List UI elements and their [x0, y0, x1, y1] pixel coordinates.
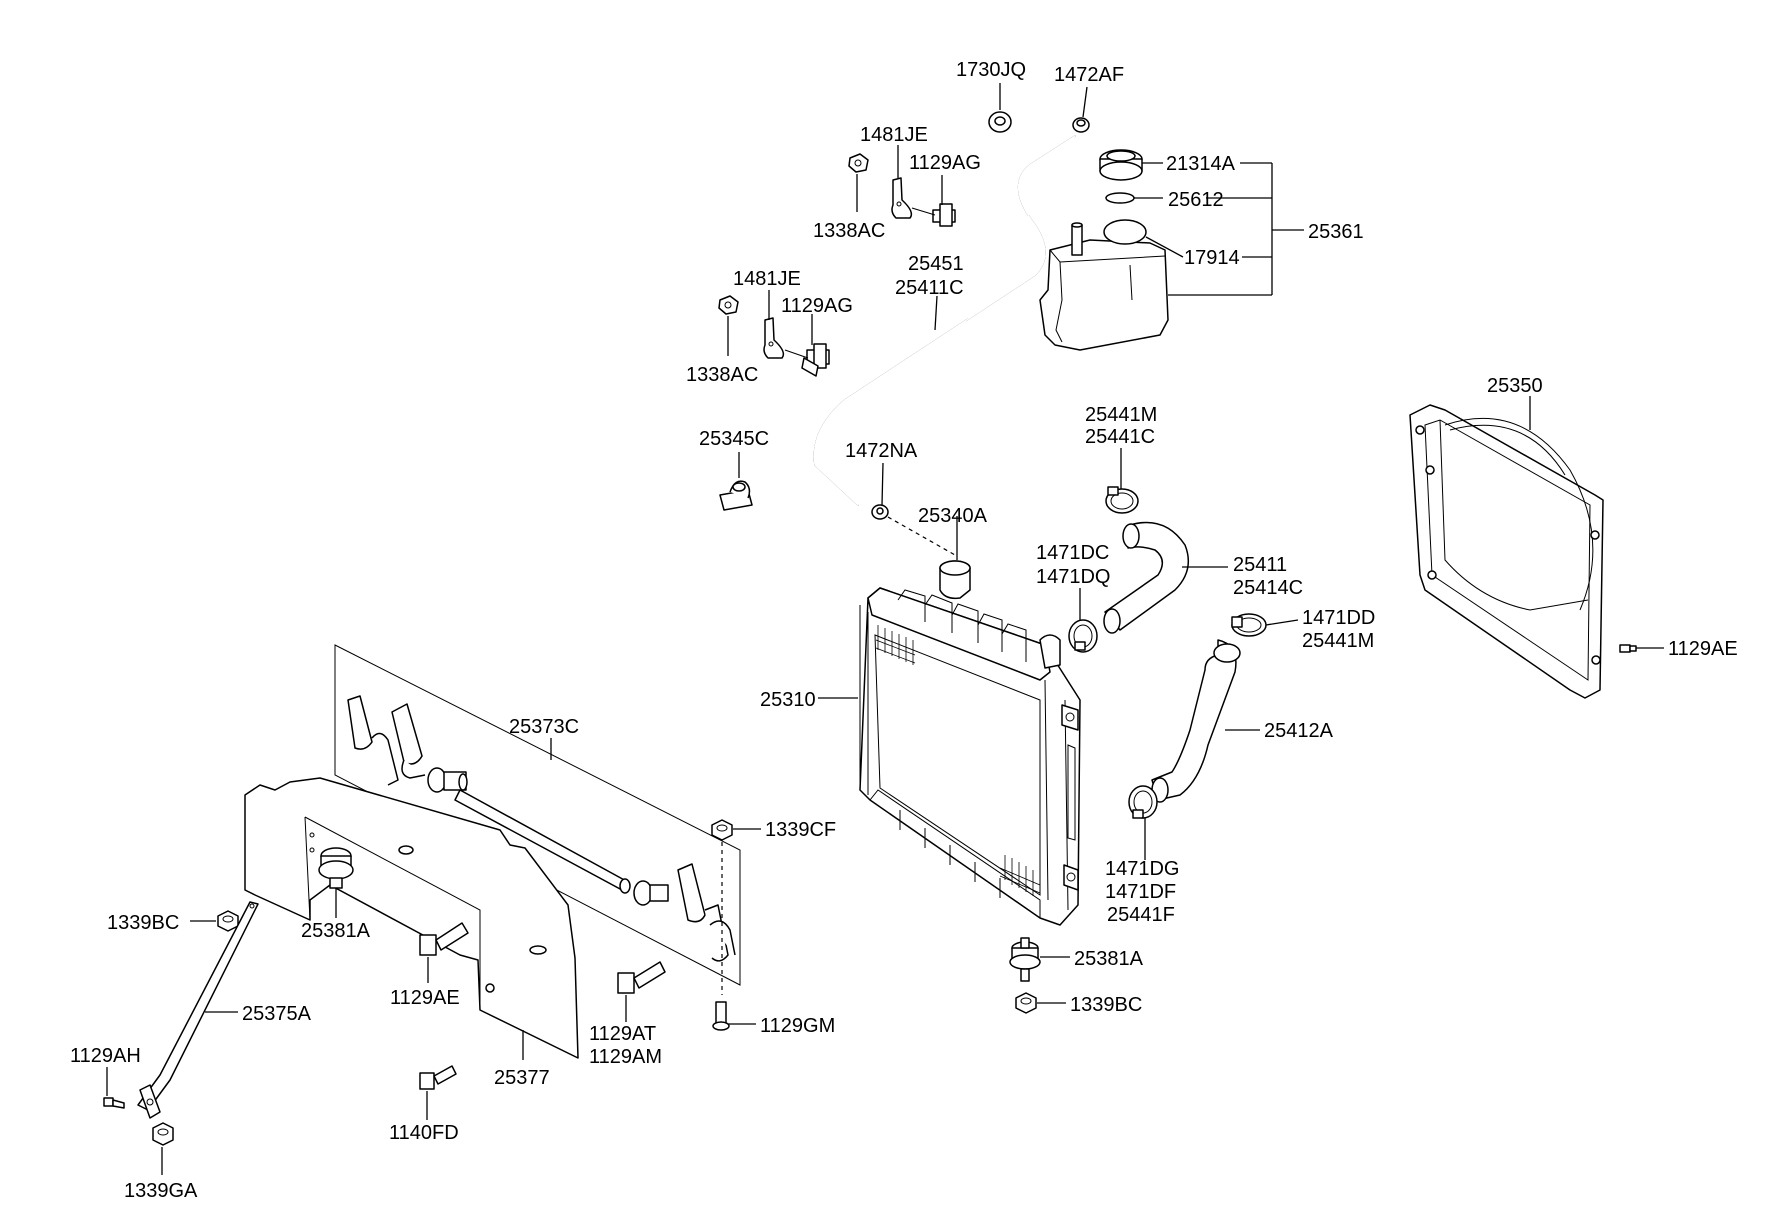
label-1471dc[interactable]: 1471DC	[1036, 542, 1109, 564]
support-rod-icon[interactable]	[427, 767, 631, 894]
insulator-25381a-left-icon[interactable]	[318, 847, 354, 889]
radiator-filler-neck-icon[interactable]	[939, 560, 971, 600]
label-25381a-left[interactable]: 25381A	[301, 920, 371, 942]
radiator-group	[818, 516, 1081, 926]
label-1129am[interactable]: 1129AM	[589, 1046, 662, 1068]
label-25375a[interactable]: 25375A	[242, 1003, 312, 1025]
label-25411c[interactable]: 25411C	[895, 277, 964, 299]
fan-shroud-icon[interactable]	[1409, 404, 1604, 699]
bolt-1129ag-upper-icon[interactable]	[911, 203, 956, 227]
nut-1339cf-icon[interactable]	[711, 819, 733, 841]
label-1129ae-shroud[interactable]: 1129AE	[1668, 638, 1738, 660]
grommet-1730jq-icon[interactable]	[988, 111, 1012, 133]
label-1472af[interactable]: 1472AF	[1054, 64, 1124, 86]
label-25441m-lower[interactable]: 25441M	[1302, 630, 1374, 652]
label-25411[interactable]: 25411	[1233, 554, 1287, 576]
upper-hose-group	[1068, 448, 1228, 653]
label-1481je-upper[interactable]: 1481JE	[860, 124, 928, 146]
label-1129at[interactable]: 1129AT	[589, 1023, 656, 1045]
hose-clamp-1471dg-icon[interactable]	[1128, 785, 1158, 819]
nut-1339bc-right-icon[interactable]	[1015, 992, 1037, 1014]
label-25381a-right[interactable]: 25381A	[1074, 948, 1144, 970]
clip-25345c-icon[interactable]	[719, 480, 753, 511]
label-25345c[interactable]: 25345C	[699, 428, 769, 450]
label-25373c[interactable]: 25373C	[509, 716, 579, 738]
label-1129gm[interactable]: 1129GM	[760, 1015, 835, 1037]
label-25414c[interactable]: 25414C	[1233, 577, 1303, 599]
label-25412a[interactable]: 25412A	[1264, 720, 1334, 742]
label-1129ag-upper[interactable]: 1129AG	[909, 152, 981, 174]
hose-clamp-1471dd-icon[interactable]	[1231, 613, 1267, 637]
insulator-25381a-right-icon[interactable]	[1009, 937, 1041, 982]
radiator-icon[interactable]	[859, 560, 1081, 926]
overflow-hose-group	[813, 83, 1090, 556]
label-25361[interactable]: 25361	[1308, 221, 1364, 243]
label-1471dq[interactable]: 1471DQ	[1036, 566, 1111, 588]
bracket-group-lower	[718, 290, 830, 377]
stay-rod-25375a-icon[interactable]	[137, 901, 259, 1119]
bolt-1140fd-icon[interactable]	[419, 1065, 457, 1090]
lower-hose-group	[1128, 613, 1299, 860]
support-bar-group	[334, 644, 741, 986]
support-bracket-left-icon[interactable]	[347, 695, 426, 786]
mount-right-group	[1009, 937, 1070, 1014]
air-guard-group	[244, 777, 579, 1060]
reservoir-seal-icon[interactable]	[1105, 192, 1135, 204]
label-1471dd[interactable]: 1471DD	[1302, 607, 1375, 629]
hose-clamp-1472na-icon[interactable]	[871, 504, 889, 520]
nut-1338ac-upper-icon[interactable]	[848, 153, 869, 173]
label-1339bc-left[interactable]: 1339BC	[107, 912, 179, 934]
part-labels: 1730JQ 1472AF 1481JE 1129AG 1338AC 21314…	[70, 59, 1738, 1202]
label-25350[interactable]: 25350	[1487, 375, 1543, 397]
hose-clamp-upper-icon[interactable]	[1105, 486, 1139, 514]
nut-1339ga-icon[interactable]	[152, 1122, 174, 1146]
label-1140fd[interactable]: 1140FD	[389, 1122, 459, 1144]
label-1339bc-right[interactable]: 1339BC	[1070, 994, 1142, 1016]
label-25310[interactable]: 25310	[760, 689, 816, 711]
fan-shroud-group	[1409, 396, 1664, 699]
upper-radiator-hose-icon[interactable]	[1103, 521, 1190, 634]
nut-1338ac-lower-icon[interactable]	[718, 295, 739, 315]
bolt-1129ae-middle-icon[interactable]	[419, 922, 469, 956]
label-25441m-upper[interactable]: 25441M	[1085, 404, 1157, 426]
bolt-1129ae-shroud-icon[interactable]	[1619, 644, 1637, 653]
reservoir-tank-icon[interactable]	[1039, 219, 1169, 351]
label-1338ac-lower[interactable]: 1338AC	[686, 364, 758, 386]
bracket-group-upper	[848, 145, 956, 227]
hose-clamp-1471dc-icon[interactable]	[1068, 619, 1098, 653]
support-bracket-right-icon[interactable]	[633, 863, 736, 962]
label-1339ga[interactable]: 1339GA	[124, 1180, 198, 1202]
lower-radiator-hose-icon[interactable]	[1151, 639, 1241, 803]
label-1129ah[interactable]: 1129AH	[70, 1045, 141, 1067]
bolt-1129ah-icon[interactable]	[103, 1097, 125, 1109]
bolt-1129gm-icon[interactable]	[712, 1001, 730, 1031]
label-1129ag-lower[interactable]: 1129AG	[781, 295, 853, 317]
nut-1339bc-left-icon[interactable]	[217, 910, 239, 932]
label-25441f[interactable]: 25441F	[1107, 904, 1175, 926]
label-1472na[interactable]: 1472NA	[845, 440, 918, 462]
bolt-1129ag-lower-icon[interactable]	[784, 343, 830, 377]
bracket-1481je-lower-icon[interactable]	[763, 317, 785, 359]
label-1129ae-middle[interactable]: 1129AE	[390, 987, 460, 1009]
label-1471dg[interactable]: 1471DG	[1105, 858, 1180, 880]
label-1730jq[interactable]: 1730JQ	[956, 59, 1026, 81]
label-25377[interactable]: 25377	[494, 1067, 550, 1089]
label-25340a[interactable]: 25340A	[918, 505, 988, 527]
label-21314a[interactable]: 21314A	[1166, 153, 1236, 175]
label-17914[interactable]: 17914	[1184, 247, 1240, 269]
label-1338ac-upper[interactable]: 1338AC	[813, 220, 885, 242]
label-25451[interactable]: 25451	[908, 253, 964, 275]
reservoir-tank-group	[1039, 149, 1304, 351]
reservoir-cap-icon[interactable]	[1099, 149, 1143, 181]
bolt-1129at-icon[interactable]	[617, 961, 666, 994]
hose-clamp-1472af-icon[interactable]	[1072, 117, 1090, 133]
label-25612[interactable]: 25612	[1168, 189, 1224, 211]
label-1339cf[interactable]: 1339CF	[765, 819, 836, 841]
label-25441c[interactable]: 25441C	[1085, 426, 1155, 448]
air-guard-panel-icon[interactable]	[244, 777, 579, 1059]
label-1481je-lower[interactable]: 1481JE	[733, 268, 801, 290]
bracket-1481je-upper-icon[interactable]	[891, 177, 913, 219]
label-1471df[interactable]: 1471DF	[1105, 881, 1176, 903]
